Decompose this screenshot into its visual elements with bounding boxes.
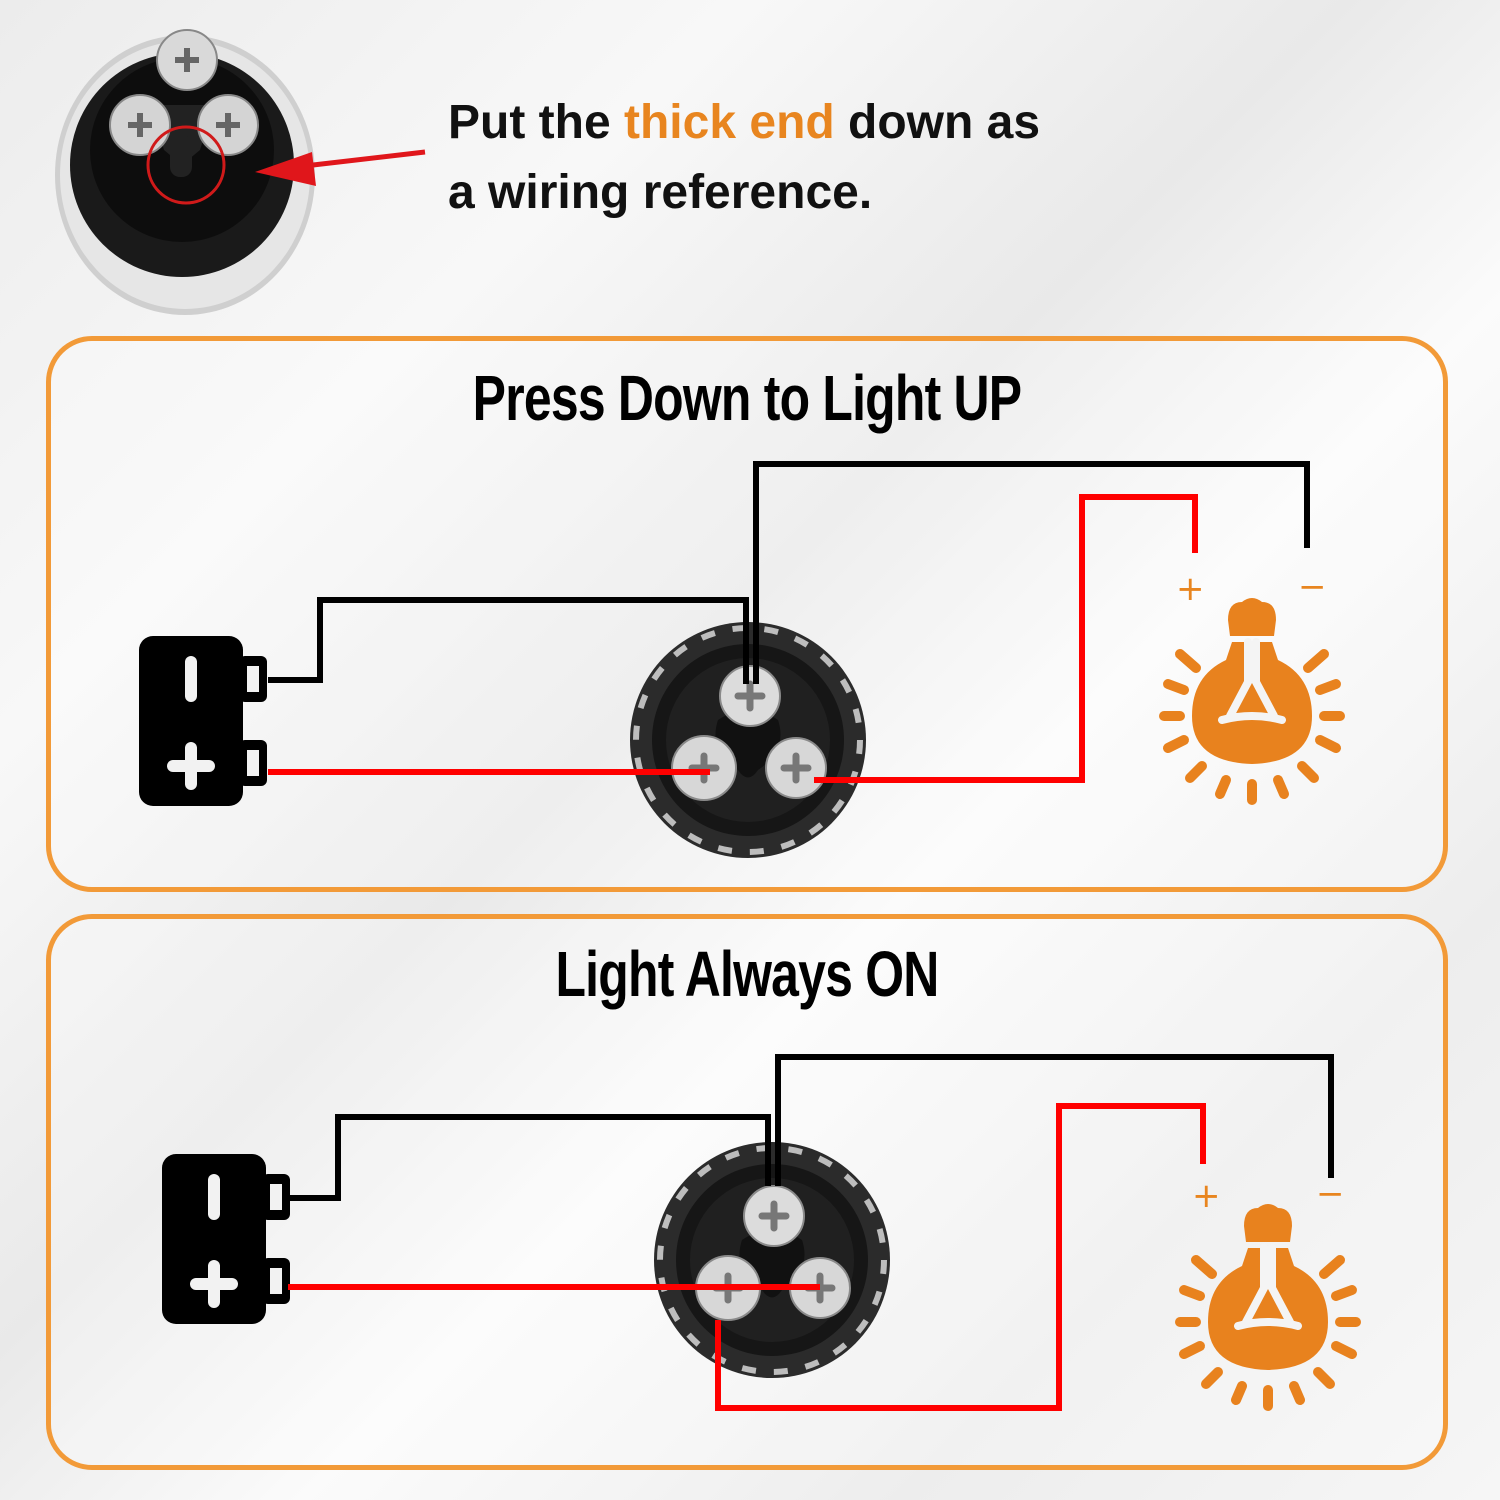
arrow-icon	[255, 149, 426, 186]
header-text-after: down as	[834, 96, 1041, 149]
panel-press-down: Press Down to Light UP	[46, 336, 1448, 892]
panel-title: Press Down to Light UP	[472, 362, 1022, 434]
header-accent-text: thick end	[624, 96, 835, 149]
header-instruction: Put the thick end down as a wiring refer…	[448, 88, 1040, 228]
switch-photo-icon	[55, 29, 315, 315]
header-line-2: a wiring reference.	[448, 166, 873, 219]
panel-title: Light Always ON	[555, 938, 939, 1010]
header-line-1: Put the thick end down as	[448, 88, 1040, 158]
header-text-before: Put the	[448, 96, 624, 149]
panel-always-on: Light Always ON	[46, 914, 1448, 1470]
